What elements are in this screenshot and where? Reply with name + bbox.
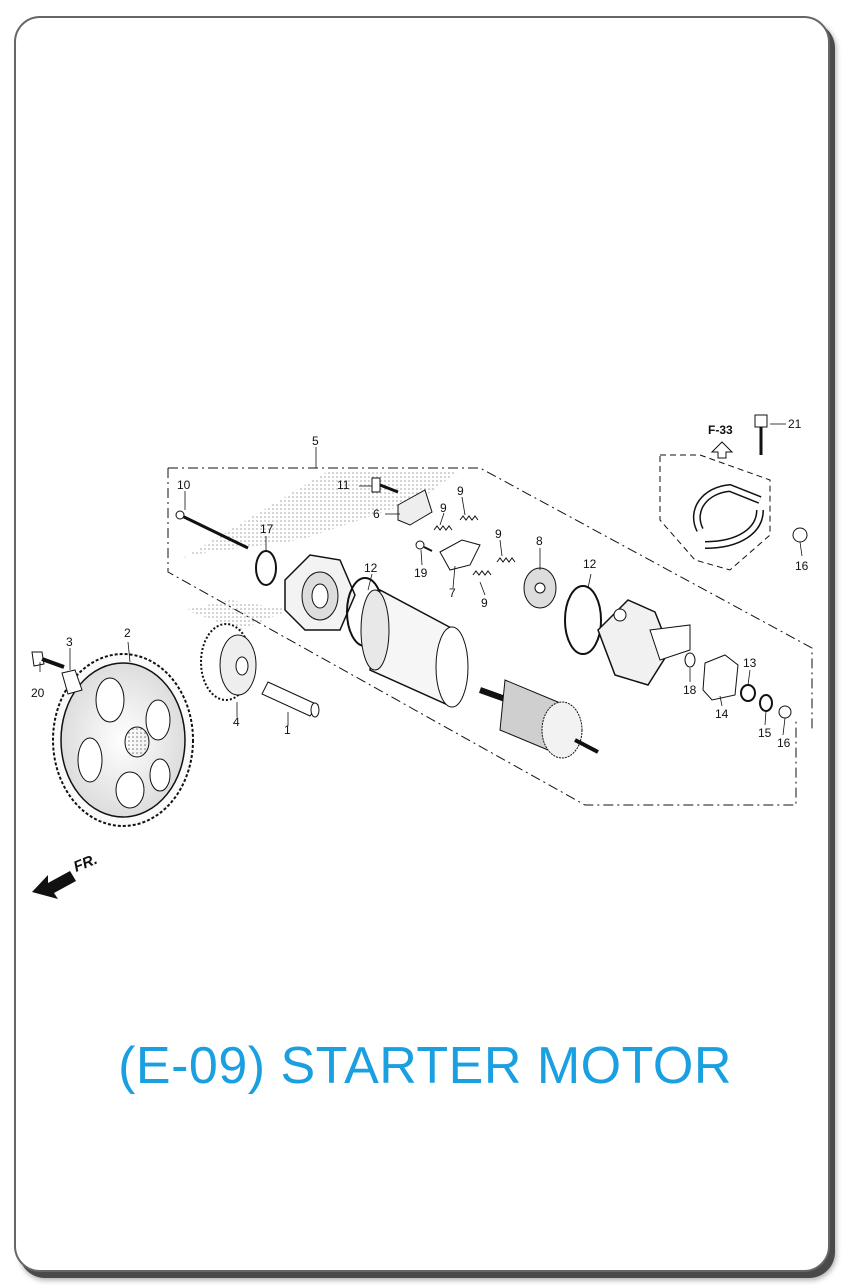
starter-cable — [692, 483, 764, 549]
part-label-9b: 9 — [440, 501, 447, 515]
part-label-16a: 16 — [795, 559, 809, 573]
part-label-9d: 9 — [481, 596, 488, 610]
o-ring-12b — [564, 585, 602, 655]
armature — [478, 679, 599, 759]
page-title: (E-09) STARTER MOTOR — [118, 1037, 732, 1095]
motion-trail — [185, 600, 290, 630]
bolt-21 — [754, 414, 768, 455]
o-ring-17 — [255, 550, 277, 586]
part-label-7: 7 — [449, 586, 456, 600]
front-cover — [284, 554, 356, 631]
part-label-10: 10 — [177, 478, 191, 492]
leader-lines — [39, 423, 803, 736]
part-label-6: 6 — [373, 507, 380, 521]
washer-15 — [759, 694, 773, 712]
nut-16a — [792, 527, 808, 543]
part-label-13: 13 — [743, 656, 757, 670]
long-bolt — [179, 513, 249, 550]
motion-trail — [180, 470, 460, 560]
washer-13 — [740, 684, 756, 702]
ref-arrow — [710, 441, 734, 459]
washer-18 — [684, 652, 696, 668]
part-label-15: 15 — [758, 726, 772, 740]
part-label-2: 2 — [124, 626, 131, 640]
part-label-21: 21 — [788, 417, 802, 431]
cable-outline — [659, 454, 771, 571]
lock-plate — [61, 669, 83, 695]
terminal-insulator-14 — [702, 654, 739, 701]
rear-cover — [597, 599, 691, 686]
bolt-11 — [371, 477, 399, 494]
brush-holder-6 — [397, 489, 433, 526]
motor-case — [360, 588, 469, 708]
springs-9 — [433, 515, 516, 576]
direction-label: FR. — [71, 851, 100, 876]
part-label-9a: 9 — [457, 484, 464, 498]
part-label-12b: 12 — [583, 557, 597, 571]
front-direction-arrow — [32, 871, 76, 899]
part-label-3: 3 — [66, 635, 73, 649]
part-label-17: 17 — [260, 522, 274, 536]
part-label-9c: 9 — [495, 527, 502, 541]
brush-7 — [439, 539, 481, 571]
part-label-1: 1 — [284, 723, 291, 737]
part-label-4: 4 — [233, 715, 240, 729]
assembly-outline — [167, 467, 813, 806]
part-label-14: 14 — [715, 707, 729, 721]
idle-shaft — [261, 681, 320, 718]
part-label-19: 19 — [414, 566, 428, 580]
part-label-16b: 16 — [777, 736, 791, 750]
brush-holder-plate — [523, 567, 557, 609]
part-label-18: 18 — [683, 683, 697, 697]
part-label-5: 5 — [312, 434, 319, 448]
nut-16b — [778, 705, 792, 719]
ref-page-label: F-33 — [708, 423, 733, 437]
part-label-20: 20 — [31, 686, 45, 700]
idle-gear — [200, 623, 257, 701]
part-label-11: 11 — [337, 478, 350, 492]
ring-gear — [52, 653, 194, 827]
bolt-20 — [31, 651, 65, 669]
screw-19 — [415, 540, 433, 552]
part-label-8: 8 — [536, 534, 543, 548]
part-label-12a: 12 — [364, 561, 378, 575]
